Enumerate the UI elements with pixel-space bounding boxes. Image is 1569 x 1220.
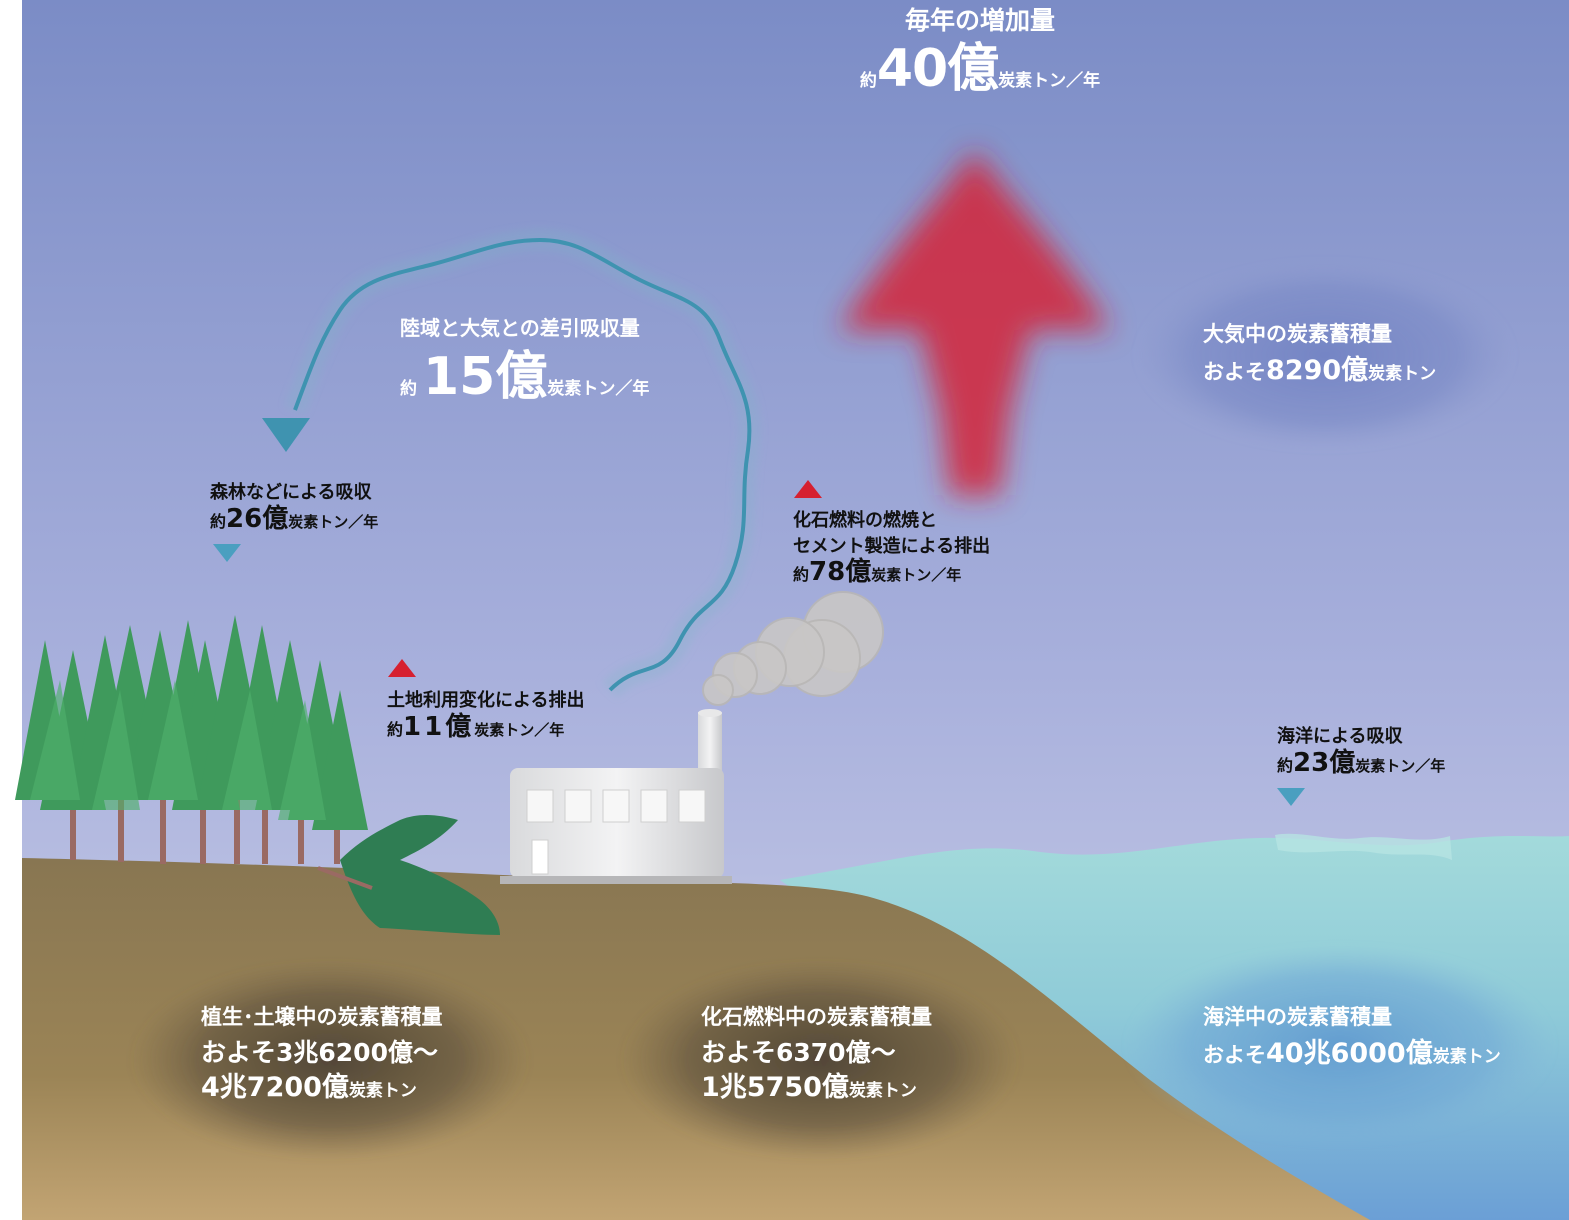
forest <box>15 615 500 935</box>
ocean-absorption-title: 海洋による吸収 <box>1277 726 1403 747</box>
land-use-emission-prefix: 約 <box>387 719 404 739</box>
annual-increase-unit: 炭素トン／年 <box>998 71 1101 91</box>
forest-absorption-prefix: 約 <box>210 511 227 531</box>
fossil-emission-triangle <box>794 480 822 498</box>
fossil-stock-unit: 炭素トン <box>848 1081 917 1102</box>
ocean-stock-unit: 炭素トン <box>1432 1047 1501 1068</box>
land-use-emission-title: 土地利用変化による排出 <box>387 690 585 711</box>
vegetation-stock-value: 4兆7200億 <box>201 1072 349 1104</box>
fossil-stock-title: 化石燃料中の炭素蓄積量 <box>701 1005 932 1029</box>
factory <box>500 709 732 884</box>
land-use-emission-label: 土地利用変化による排出 約11億炭素トン／年 <box>387 690 584 743</box>
ocean-stock-glow <box>1125 945 1555 1145</box>
atmosphere-stock-label: 大気中の炭素蓄積量 およそ8290億炭素トン <box>1203 322 1436 388</box>
atmosphere-stock-title: 大気中の炭素蓄積量 <box>1203 322 1392 346</box>
land-net-uptake-unit: 炭素トン／年 <box>547 379 650 399</box>
ocean-absorption-triangle <box>1277 788 1305 806</box>
fossil-stock-glow <box>620 960 1020 1160</box>
vegetation-stock-glow <box>130 960 530 1160</box>
wave-crest <box>1275 833 1452 860</box>
land-net-uptake-title: 陸域と大気との差引吸収量 <box>400 316 640 340</box>
annual-increase-prefix: 約 <box>859 71 877 91</box>
land-use-emission-triangle <box>388 659 416 677</box>
atmosphere-stock-value: 8290億 <box>1266 355 1369 387</box>
fallen-tree <box>340 815 500 935</box>
forest-absorption-triangle <box>213 544 241 562</box>
factory-smoke <box>702 591 884 706</box>
forest-absorption-label: 森林などによる吸収 約26億炭素トン／年 <box>210 482 378 535</box>
forest-absorption-title: 森林などによる吸収 <box>210 482 372 503</box>
fossil-emission-title-2: セメント製造による排出 <box>793 535 991 557</box>
fossil-stock-line2: およそ6370億～ <box>701 1038 896 1068</box>
fossil-emission-value: 78億 <box>809 557 872 588</box>
ocean-stock-label: 海洋中の炭素蓄積量 およそ40兆6000億炭素トン <box>1203 1005 1501 1071</box>
land-net-uptake-prefix: 約 <box>400 379 417 399</box>
vegetation-stock-unit: 炭素トン <box>348 1081 417 1102</box>
increase-arrow <box>840 150 1110 495</box>
forest-absorption-unit: 炭素トン／年 <box>288 512 379 531</box>
forest-absorption-value: 26億 <box>226 503 289 534</box>
fossil-emission-label: 化石燃料の燃焼と セメント製造による排出 約78億炭素トン／年 <box>793 510 990 588</box>
fossil-emission-prefix: 約 <box>793 565 810 585</box>
land-net-uptake-value: 15億 <box>423 347 548 407</box>
land-net-uptake-label: 陸域と大気との差引吸収量 約 15億炭素トン／年 <box>400 316 649 408</box>
atmosphere-stock-unit: 炭素トン <box>1368 364 1437 385</box>
land-use-emission-unit: 炭素トン／年 <box>474 720 565 739</box>
vegetation-stock-label: 植生･土壌中の炭素蓄積量 およそ3兆6200億～ 4兆7200億炭素トン <box>201 1005 443 1105</box>
annual-increase-value: 40億 <box>876 39 999 99</box>
ocean-absorption-value: 23億 <box>1293 747 1356 778</box>
ocean-stock-prefix: およそ <box>1203 1043 1266 1068</box>
vegetation-stock-title: 植生･土壌中の炭素蓄積量 <box>201 1005 443 1029</box>
atmosphere-stock-prefix: およそ <box>1203 360 1266 385</box>
ocean-stock-title: 海洋中の炭素蓄積量 <box>1203 1005 1392 1029</box>
fossil-emission-title-1: 化石燃料の燃焼と <box>793 510 937 531</box>
ocean-absorption-label: 海洋による吸収 約23億炭素トン／年 <box>1277 726 1445 779</box>
ocean-absorption-prefix: 約 <box>1277 755 1294 775</box>
annual-increase-label: 毎年の増加量 約40億炭素トン／年 <box>840 6 1120 100</box>
net-uptake-arrow <box>262 228 761 699</box>
fossil-stock-value: 1兆5750億 <box>701 1072 849 1104</box>
land-use-emission-value: 11億 <box>403 711 475 742</box>
ocean-absorption-unit: 炭素トン／年 <box>1355 756 1446 775</box>
ocean-stock-value: 40兆6000億 <box>1266 1038 1433 1070</box>
atmosphere-stock-glow <box>1135 260 1515 450</box>
fossil-emission-unit: 炭素トン／年 <box>871 566 962 585</box>
fossil-stock-label: 化石燃料中の炭素蓄積量 およそ6370億～ 1兆5750億炭素トン <box>701 1005 932 1105</box>
annual-increase-title: 毎年の増加量 <box>904 6 1055 35</box>
vegetation-stock-line2: およそ3兆6200億～ <box>201 1038 438 1068</box>
